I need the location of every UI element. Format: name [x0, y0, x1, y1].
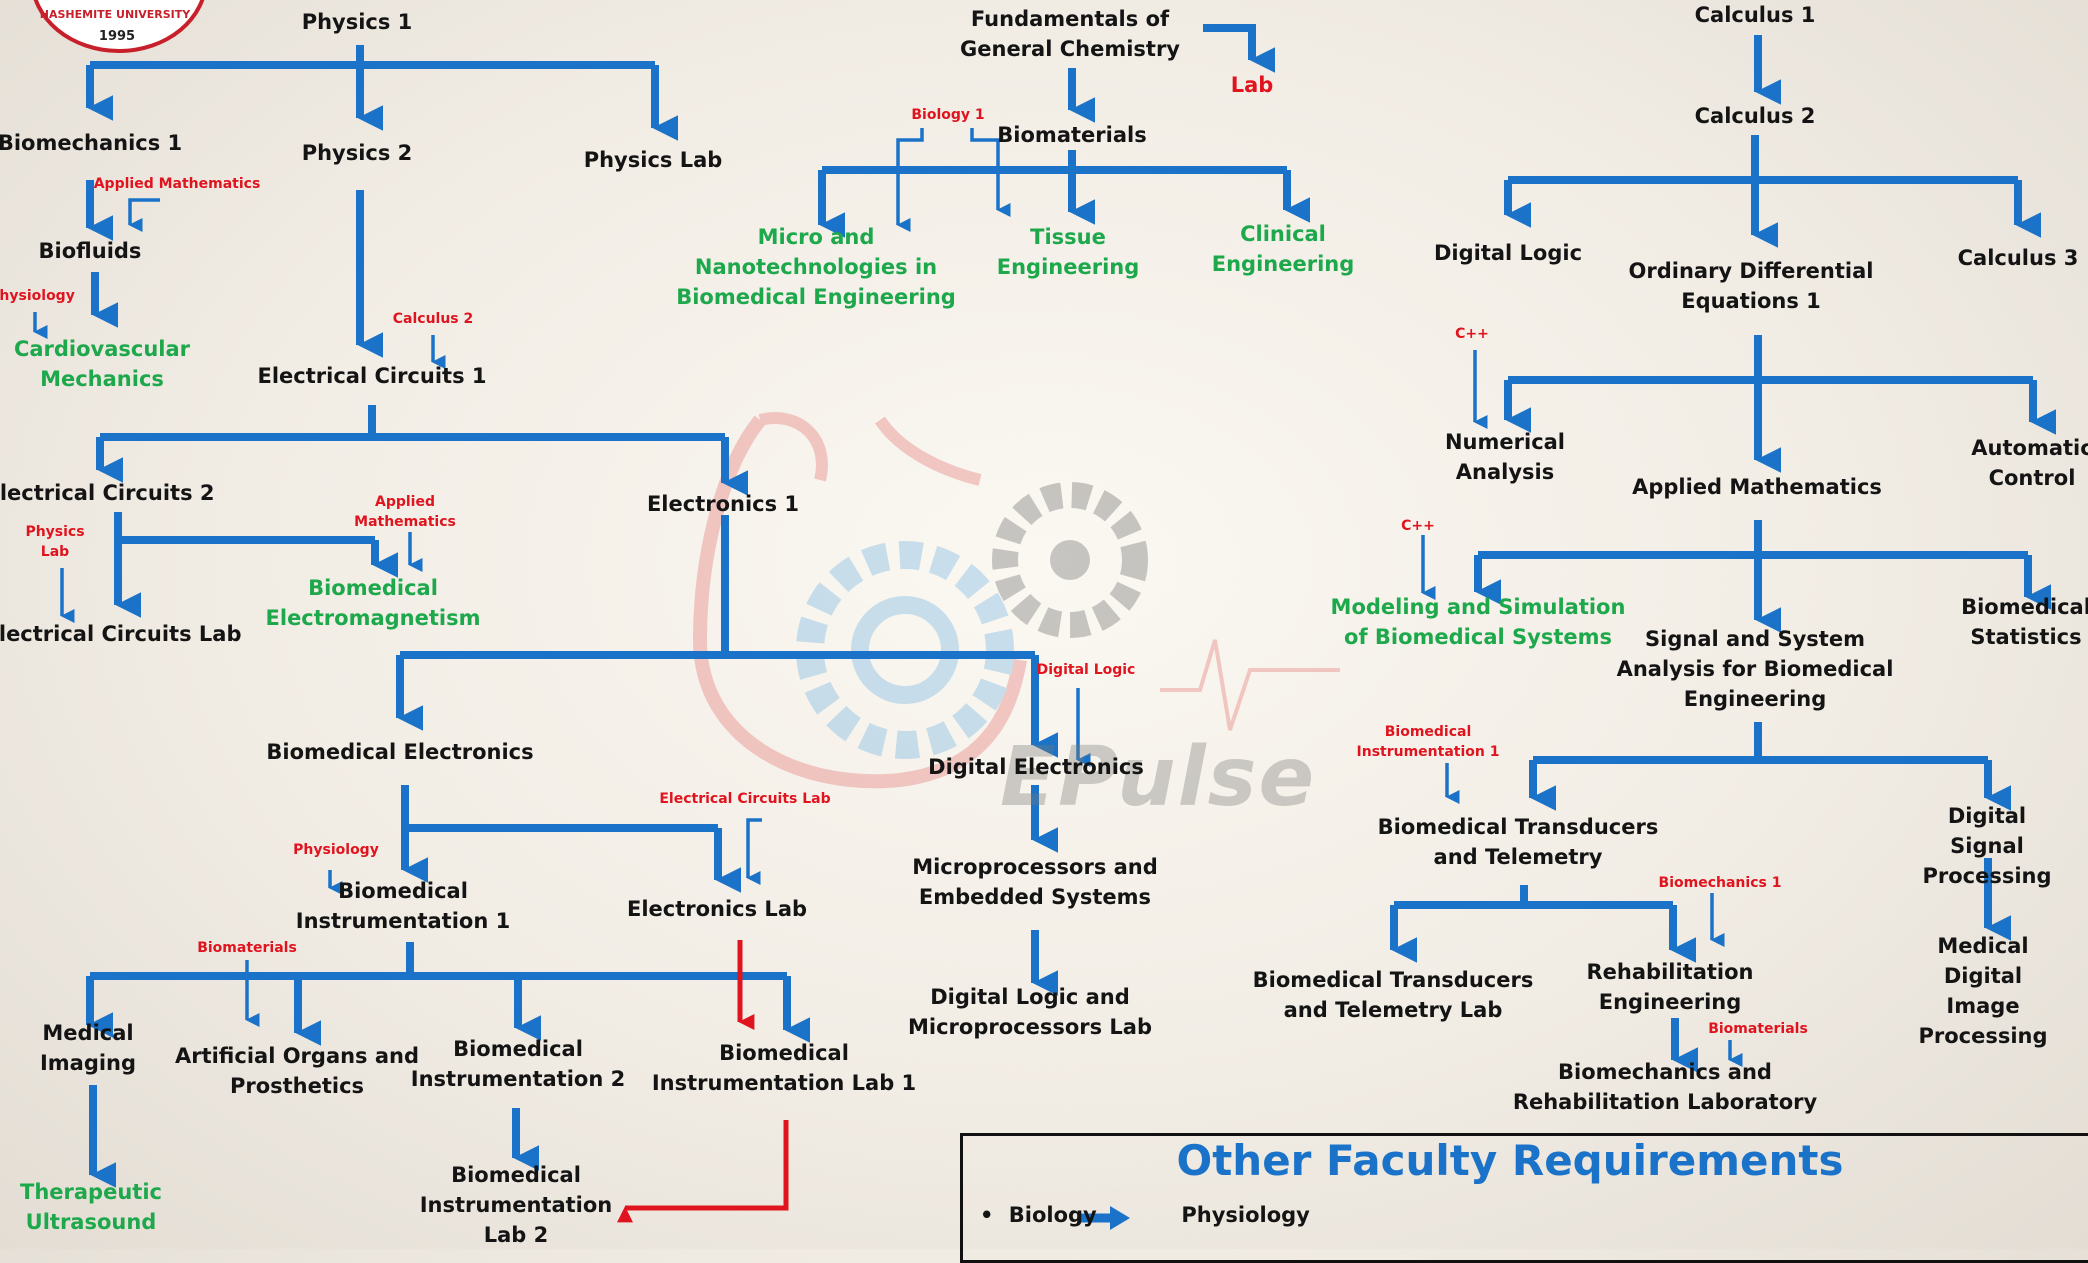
course-artificial-organs: Artificial Organs and Prosthetics — [174, 1044, 420, 1098]
course-biomedical-electromagnetism: Biomedical Electromagnetism — [265, 576, 481, 630]
requirements-row: • Biology Physiology — [980, 1203, 1310, 1227]
prereq-digital-logic: Digital Logic — [1036, 662, 1136, 678]
prereq-electrical-circuits-lab: Electrical Circuits Lab — [659, 791, 831, 807]
course-microprocessors: Microprocessors and Embedded Systems — [912, 855, 1158, 909]
course-electrical-circuits2: Electrical Circuits 2 — [0, 481, 215, 505]
prereq-arrow-biology1-right — [970, 128, 1011, 217]
course-biomechanics-rehabilitation-lab: Biomechanics and Rehabilitation Laborato… — [1512, 1060, 1818, 1114]
course-applied-mathematics: Applied Mathematics — [1632, 475, 1882, 499]
course-calculus3: Calculus 3 — [1957, 246, 2079, 270]
requirements-bullet: • — [980, 1203, 994, 1227]
course-therapeutic-ultrasound: Therapeutic Ultrasound — [20, 1180, 162, 1234]
prereq-physiology-instr1: Physiology — [293, 842, 379, 858]
course-calculus2: Calculus 2 — [1694, 104, 1816, 128]
requirements-arrowhead — [1110, 1206, 1130, 1230]
course-biomedical-statistics: Biomedical Statistics — [1961, 595, 2088, 649]
course-biofluids: Biofluids — [38, 239, 142, 263]
requirements-title: Other Faculty Requirements — [1176, 1136, 1844, 1185]
course-physics2: Physics 2 — [301, 141, 413, 165]
course-clinical-engineering: Clinical Engineering — [1211, 222, 1355, 276]
course-cardiovascular-mechanics: Cardiovascular Mechanics — [13, 337, 191, 391]
course-biomedical-electronics: Biomedical Electronics — [266, 740, 534, 764]
course-digital-logic-microprocessors-lab: Digital Logic and Microprocessors Lab — [907, 985, 1153, 1039]
prereq-arrow-applied-math-biofluids — [128, 198, 160, 232]
course-physics1: Physics 1 — [301, 10, 413, 34]
prereq-physics-lab: Physics Lab — [25, 524, 85, 560]
course-ode1: Ordinary Differential Equations 1 — [1628, 259, 1874, 313]
course-calculus1: Calculus 1 — [1694, 3, 1816, 27]
course-biomedical-transducers: Biomedical Transducers and Telemetry — [1377, 815, 1659, 869]
prereq-applied-mathematics: Applied Mathematics — [93, 176, 261, 192]
course-digital-electronics: Digital Electronics — [928, 755, 1144, 779]
course-general-chemistry: Fundamentals of General Chemistry — [960, 7, 1180, 61]
course-tissue-engineering: Tissue Engineering — [996, 225, 1140, 279]
prereq-arrow-ecl-electronics-lab — [746, 818, 762, 885]
prereq-cpp-numerical: C++ — [1455, 326, 1489, 342]
prereq-biomaterials-organs: Biomaterials — [197, 940, 297, 956]
prereq-biomechanics1: Biomechanics 1 — [1658, 875, 1782, 891]
course-biomedical-transducers-lab: Biomedical Transducers and Telemetry Lab — [1252, 968, 1534, 1022]
course-electronics-lab: Electronics Lab — [626, 897, 808, 921]
prereq-biomedical-instrumentation1: Biomedical Instrumentation 1 — [1356, 724, 1500, 760]
course-rehabilitation-engineering: Rehabilitation Engineering — [1586, 960, 1754, 1014]
requirements-to: Physiology — [1181, 1203, 1310, 1227]
prereq-cpp-modeling: C++ — [1401, 518, 1435, 534]
requirements-from: Biology — [1008, 1203, 1097, 1227]
course-modeling-simulation: Modeling and Simulation of Biomedical Sy… — [1330, 595, 1626, 649]
arrow-chem-to-lab — [1203, 24, 1276, 73]
course-signal-system-analysis: Signal and System Analysis for Biomedica… — [1616, 627, 1894, 711]
course-digital-logic: Digital Logic — [1433, 241, 1583, 265]
course-medical-digital-image-processing: Medical Digital Image Processing — [1918, 934, 2048, 1048]
course-biomaterials: Biomaterials — [997, 123, 1147, 147]
logo-year: 1995 — [98, 29, 136, 44]
prereq-biomaterials-rehab: Biomaterials — [1708, 1021, 1808, 1037]
prereq-calculus2: Calculus 2 — [392, 311, 474, 327]
course-automatic-control: Automatic Control — [1971, 436, 2088, 490]
logo-university-name: HASHEMITE UNIVERSITY — [39, 8, 191, 21]
prereq-physiology-cardio: Physiology — [0, 288, 75, 304]
course-numerical-analysis: Numerical Analysis — [1444, 430, 1566, 484]
course-electronics1: Electronics 1 — [646, 492, 800, 516]
watermark-text: EPulse — [1000, 730, 1317, 825]
course-medical-imaging: Medical Imaging — [39, 1021, 137, 1075]
prereq-biology1: Biology 1 — [911, 107, 985, 123]
course-digital-signal-processing: Digital Signal Processing — [1922, 804, 2052, 888]
course-micro-nano: Micro and Nanotechnologies in Biomedical… — [676, 225, 956, 309]
course-biomedical-instrumentation1: Biomedical Instrumentation 1 — [295, 879, 511, 933]
course-chemistry-lab: Lab — [1230, 73, 1274, 97]
course-biomedical-instrumentation2: Biomedical Instrumentation 2 — [410, 1037, 626, 1091]
course-biomedical-instrumentation-lab2: Biomedical Instrumentation Lab 2 — [419, 1163, 613, 1247]
course-electrical-circuits1: Electrical Circuits 1 — [257, 364, 487, 388]
course-biomechanics1: Biomechanics 1 — [0, 131, 183, 155]
prereq-arrow-biology1-left — [896, 128, 924, 232]
red-arrow-instr-lab1-to-instr-lab2 — [616, 1120, 789, 1223]
course-biomedical-instrumentation-lab1: Biomedical Instrumentation Lab 1 — [651, 1041, 917, 1095]
course-electrical-circuits-lab: Electrical Circuits Lab — [0, 622, 242, 646]
prereq-applied-mathematics-em: Applied Mathematics — [354, 494, 456, 530]
course-physics-lab: Physics Lab — [583, 148, 723, 172]
watermark-graphic — [692, 412, 1340, 789]
